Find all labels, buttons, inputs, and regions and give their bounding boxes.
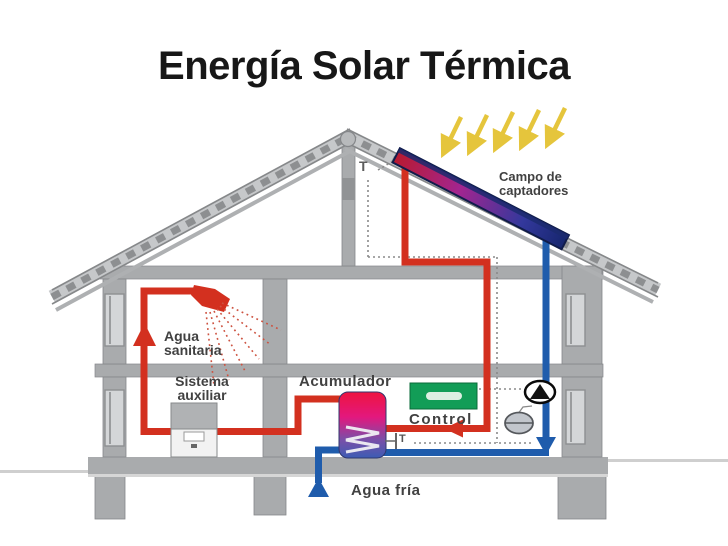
- left-roof-truss: [48, 128, 354, 312]
- label-auxiliary-system: Sistema auxiliar: [161, 374, 243, 402]
- label-line: Sistema: [175, 373, 229, 389]
- auxiliary-boiler: [170, 402, 218, 458]
- solar-collector-panel: [391, 146, 571, 251]
- cold-flow-arrow-down: [536, 437, 556, 455]
- ridge-column: [341, 144, 356, 267]
- tank-sensor-probe: [385, 433, 397, 449]
- control-unit: [409, 382, 478, 410]
- label-line: sanitaria: [164, 342, 222, 358]
- label-line: auxiliar: [177, 387, 227, 403]
- window-mullions: [109, 296, 572, 444]
- hot-water-pipes: [133, 153, 491, 438]
- shower-head-icon: [191, 285, 230, 312]
- ridge-column-band: [342, 178, 355, 200]
- page-title: Energía Solar Térmica: [158, 44, 570, 88]
- accumulator-tank: [338, 391, 387, 459]
- hot-flow-arrow-up: [133, 323, 156, 346]
- label-line: Campo de: [499, 169, 562, 184]
- hot-flow-arrow-left: [444, 419, 463, 438]
- shower-spray: [205, 302, 282, 387]
- label-tank-temp-sensor: T: [399, 433, 406, 445]
- pump-icon: [523, 379, 557, 405]
- attic-floor-beam: [99, 265, 604, 280]
- heat-exchanger-coil: [345, 425, 380, 454]
- ground-line-right: [606, 459, 728, 462]
- sun-rays: [440, 107, 568, 159]
- ground-floor-slab: [88, 457, 608, 474]
- label-line: Agua: [164, 328, 199, 344]
- label-accumulator: Acumulador: [299, 373, 392, 390]
- label-cold-water: Agua fría: [351, 482, 421, 499]
- label-line: captadores: [499, 182, 569, 198]
- slab-underline: [88, 474, 608, 477]
- cold-inlet-arrow-up: [308, 478, 329, 497]
- cold-water-pipes: [308, 224, 556, 497]
- label-roof-temp-sensor: T: [359, 158, 368, 174]
- label-sanitary-water: Agua sanitaria: [164, 329, 222, 357]
- label-control: Control: [409, 411, 473, 428]
- sensor-wires: [367, 157, 534, 444]
- foundation-columns: [94, 472, 607, 520]
- expansion-vessel-icon: [504, 405, 534, 435]
- middle-floor-beam: [94, 363, 604, 378]
- ridge-cap: [339, 130, 357, 148]
- ground-line-left: [0, 470, 92, 473]
- label-collector-field: Campo de captadores: [499, 170, 568, 197]
